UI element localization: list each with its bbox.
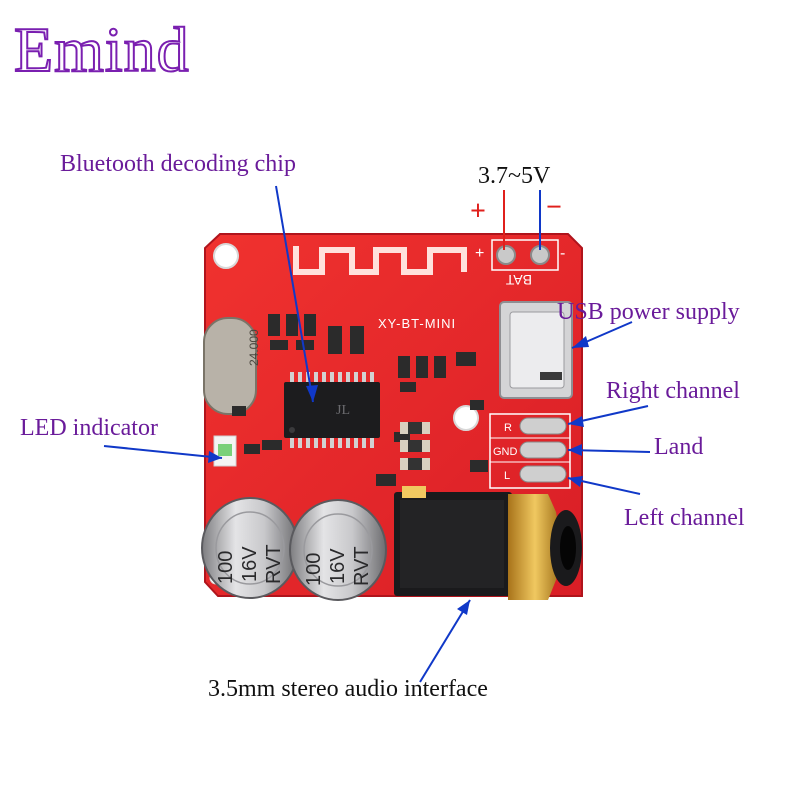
bluetooth-chip: JL [284, 372, 380, 448]
antenna-trace [293, 246, 467, 275]
pad-label-l: L [504, 470, 510, 482]
right-channel-label: Right channel [606, 378, 740, 404]
arrowhead [306, 385, 318, 402]
pad-label-r: R [504, 422, 512, 434]
battery-pads: + - BAT [475, 239, 565, 288]
arrowhead [572, 336, 589, 348]
capacitor-marking: RVT [263, 544, 285, 584]
crystal-marking: 24.000 [247, 329, 261, 366]
usb-connector [499, 301, 573, 399]
pointer-led [103, 445, 223, 459]
arrowhead [457, 600, 470, 615]
resistor-stack [400, 422, 430, 470]
pad-label-gnd: GND [493, 446, 518, 458]
svg-text:JL: JL [336, 403, 350, 418]
battery-plus-mark: + [475, 245, 484, 262]
bluetooth-chip-label: Bluetooth decoding chip [60, 151, 296, 177]
capacitor-marking: 100 [303, 553, 325, 586]
arrowhead [208, 451, 222, 463]
audio-jack [394, 486, 582, 600]
capacitor-right: 100 16V RVT [289, 499, 387, 601]
capacitor-marking: 100 [215, 551, 237, 584]
capacitor-left: 100 16V RVT [201, 497, 299, 599]
voltage-label: 3.7~5V [478, 163, 551, 189]
pointer-audio-jack [419, 599, 471, 683]
capacitor-marking: 16V [327, 548, 349, 584]
smd-components [232, 314, 488, 486]
crystal-oscillator: 24.000 [203, 317, 261, 415]
capacitor-marking: 16V [239, 546, 261, 582]
left-channel-label: Left channel [624, 505, 745, 531]
negative-mark: − [546, 192, 562, 223]
mounting-hole [453, 405, 479, 431]
model-silkscreen: XY-BT-MINI [378, 316, 456, 331]
land-label: Land [654, 434, 704, 460]
led-indicator-label: LED indicator [20, 415, 158, 441]
audio-pads: R GND L [489, 413, 571, 489]
arrowhead [568, 476, 583, 487]
battery-silkscreen: BAT [505, 272, 532, 288]
mounting-hole [213, 243, 239, 269]
led-indicator [213, 435, 237, 467]
positive-mark: + [470, 196, 486, 227]
capacitor-marking: RVT [351, 546, 373, 586]
arrowhead [568, 416, 584, 427]
brand-logo: Emind [13, 13, 190, 86]
battery-minus-mark: - [560, 245, 565, 262]
audio-interface-label: 3.5mm stereo audio interface [208, 676, 488, 702]
pointer-bluetooth-chip [275, 185, 314, 403]
usb-power-label: USB power supply [557, 299, 740, 325]
arrowhead [568, 444, 582, 456]
annotation-pointers [103, 185, 651, 683]
